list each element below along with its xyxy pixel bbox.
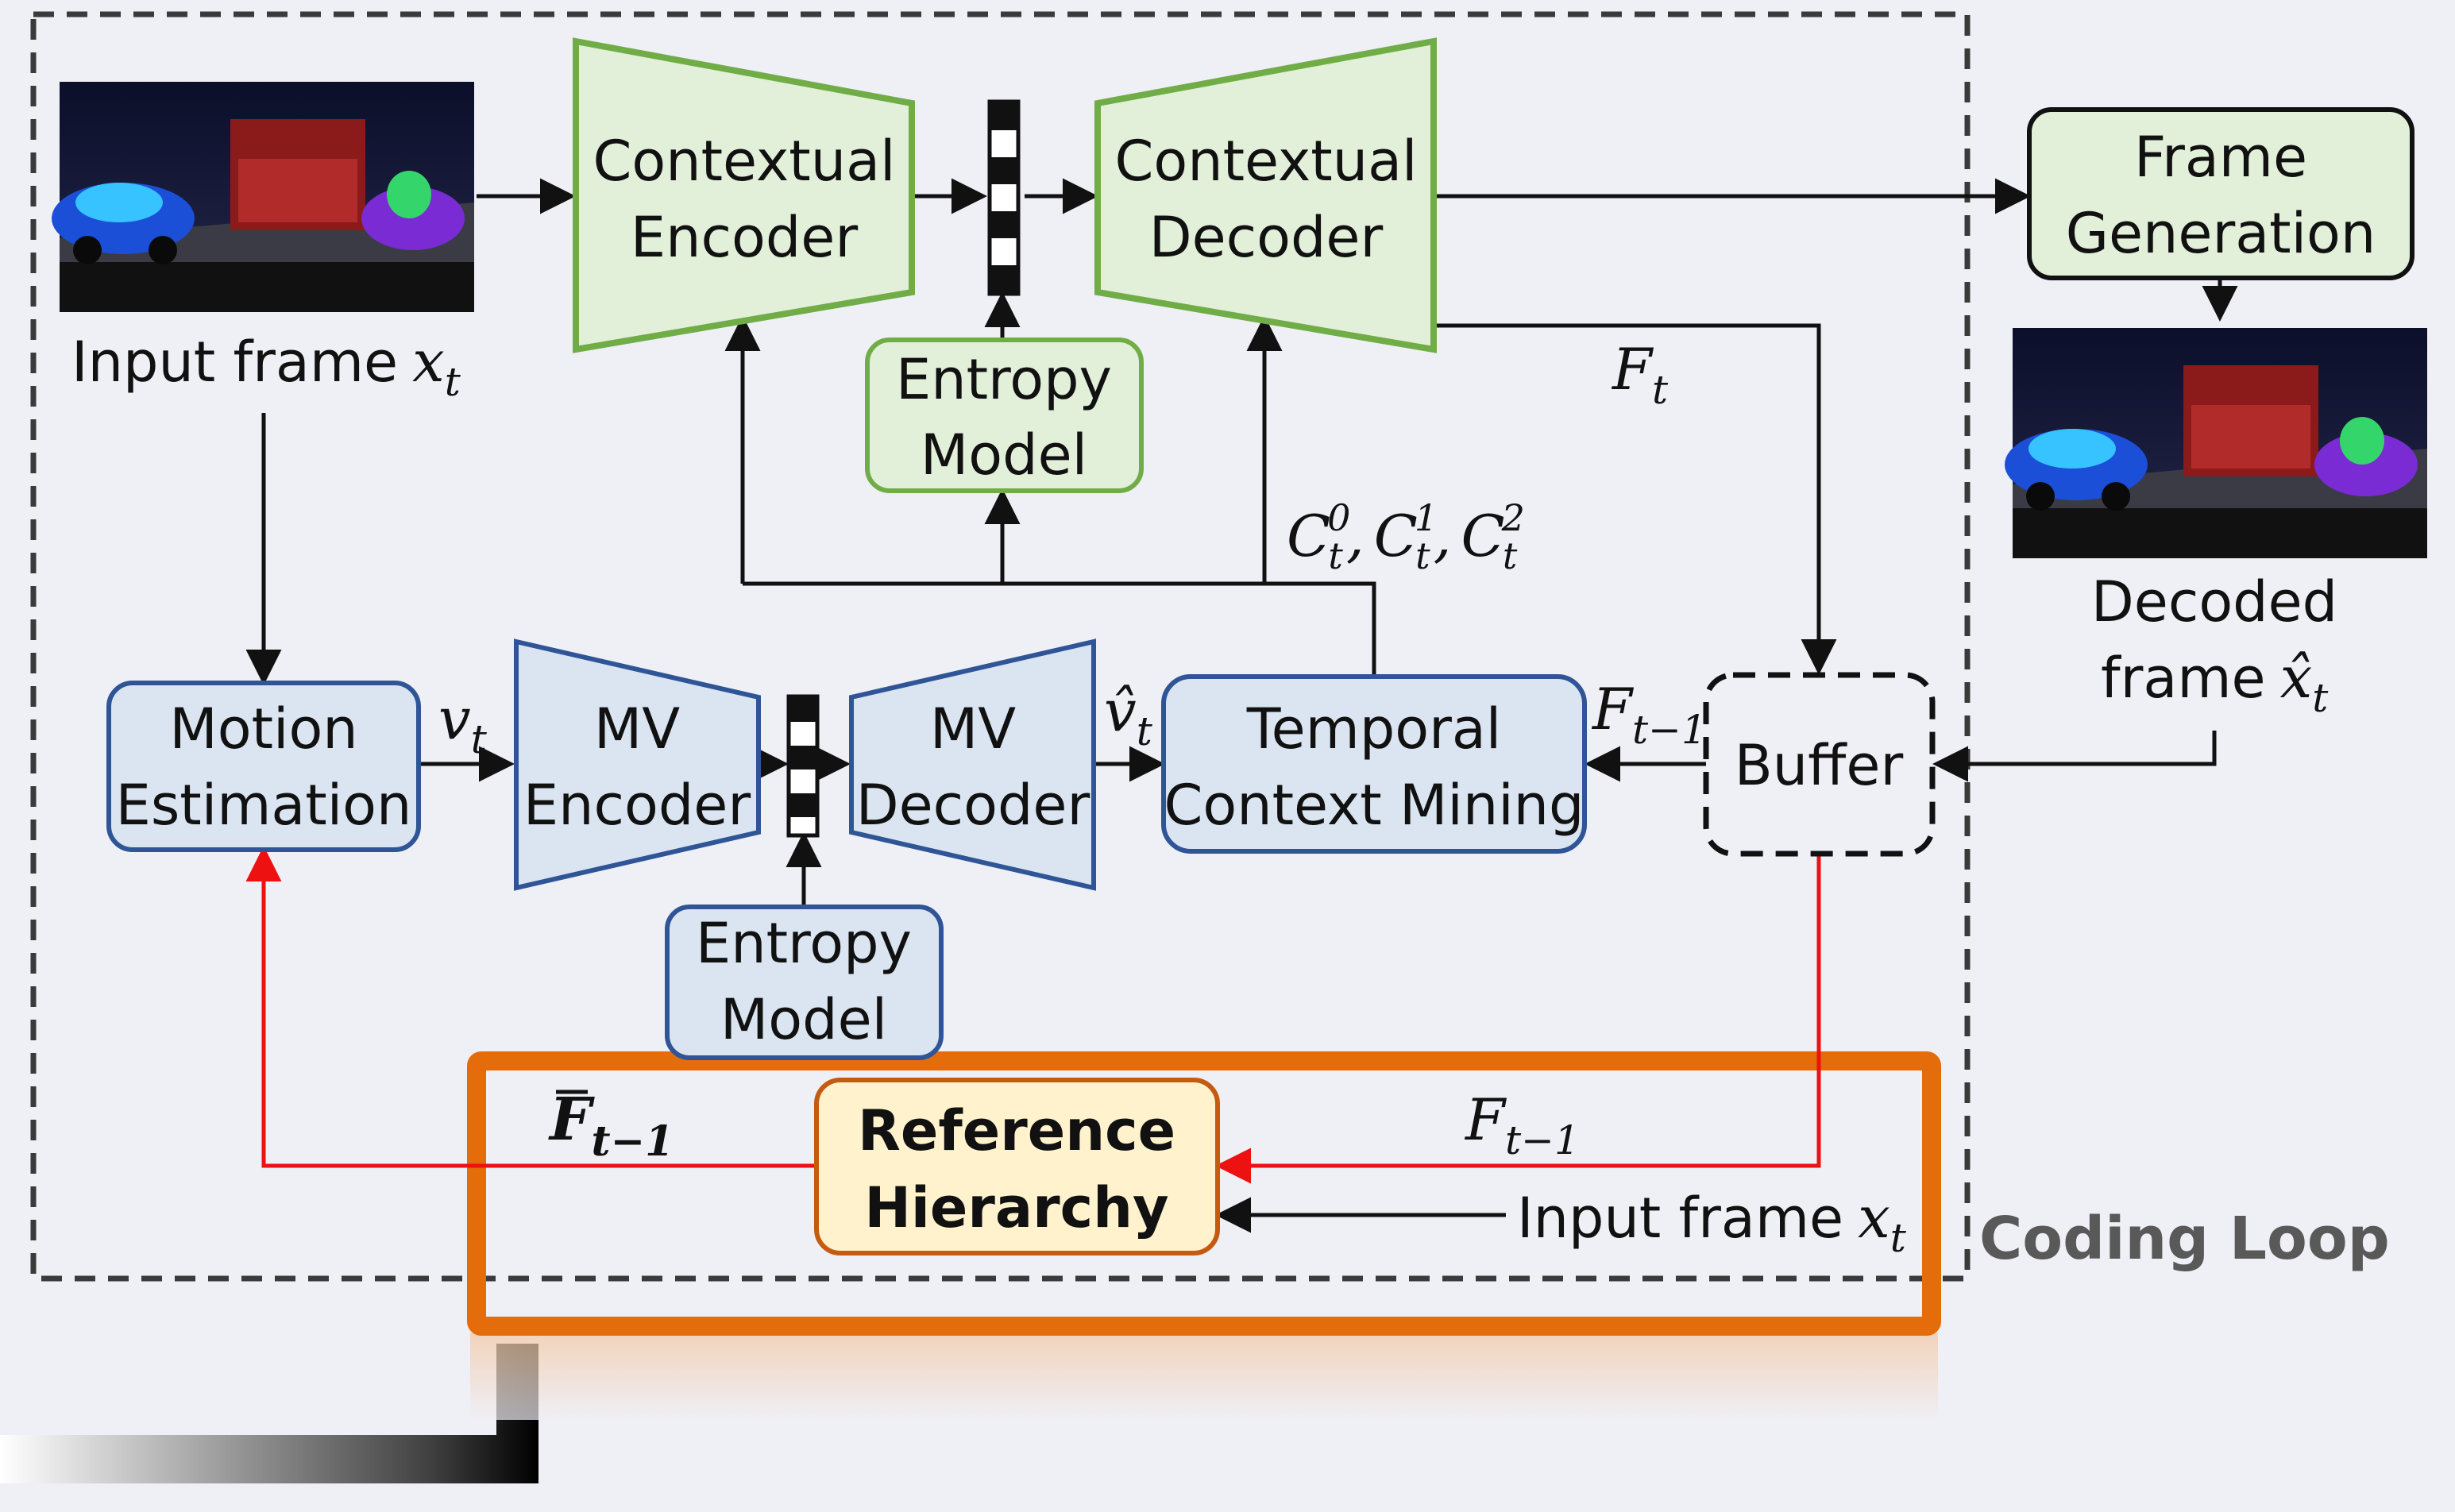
mv-decoder-label-1: MV xyxy=(930,696,1016,762)
contextual-encoder-label-2: Encoder xyxy=(631,205,858,270)
tcm-context-line xyxy=(743,581,1376,675)
temporal-context-mining-block xyxy=(1161,674,1587,854)
mv-decoder-block xyxy=(849,638,1096,891)
arrow-refhier-to-motion xyxy=(245,846,816,1168)
symbol-F-bar-t-minus-1: Ft−1 xyxy=(548,1086,674,1166)
motion-estimation-label-2: Estimation xyxy=(116,773,412,838)
coding-loop-label: Coding Loop xyxy=(1979,1205,2390,1273)
entropy-model-bottom-block xyxy=(665,904,944,1060)
entropy-model-bottom-label-1: Entropy xyxy=(696,911,912,976)
orange-fade xyxy=(470,1333,1938,1420)
decoded-frame-label-1: Decoded xyxy=(2091,569,2337,634)
contextual-decoder-label-1: Contextual xyxy=(1115,129,1418,194)
symbol-F-t: Ft xyxy=(1611,336,1669,413)
buffer-label: Buffer xyxy=(1735,733,1904,798)
contextual-decoder-label-2: Decoder xyxy=(1149,205,1384,270)
reference-highlight-box xyxy=(467,1051,1941,1336)
motion-estimation-block xyxy=(106,681,421,852)
mv-encoder-block xyxy=(514,638,761,891)
arrow-decoder-to-buffer xyxy=(1436,323,1837,675)
reference-hierarchy-label-1: Reference xyxy=(858,1098,1175,1163)
mv-encoder-label-2: Encoder xyxy=(523,773,751,838)
reference-hierarchy-block xyxy=(814,1078,1220,1256)
contextual-encoder-label-1: Contextual xyxy=(593,129,896,194)
motion-estimation-label-1: Motion xyxy=(169,696,357,762)
arrow-buffer-to-refhier xyxy=(1215,856,1821,1184)
arrow-decoded-to-buffer xyxy=(1932,731,2217,782)
latent-bar-top xyxy=(987,99,1021,296)
mv-encoder-label-1: MV xyxy=(594,696,680,762)
symbol-v-t: vt xyxy=(438,685,488,762)
symbol-F-t-minus-1-ref: Ft−1 xyxy=(1464,1086,1580,1163)
contextual-encoder-block xyxy=(573,37,915,353)
red-connectors xyxy=(245,846,1821,1184)
entropy-model-top-block xyxy=(865,338,1144,493)
buffer-block xyxy=(1703,672,1936,857)
entropy-model-top-label-1: Entropy xyxy=(896,347,1112,412)
tcm-label-2: Context Mining xyxy=(1164,773,1585,838)
frame-generation-label-2: Generation xyxy=(2066,201,2376,266)
entropy-model-bottom-label-2: Model xyxy=(720,987,887,1052)
input-frame-image xyxy=(52,82,474,312)
entropy-model-top-label-2: Model xyxy=(921,422,1087,488)
symbol-v-hat-t: v̂t xyxy=(1104,677,1153,754)
frame-generation-block xyxy=(2027,107,2414,280)
decoded-frame-image xyxy=(2005,328,2427,558)
tcm-label-1: Temporal xyxy=(1246,696,1502,762)
latent-bar-mv xyxy=(786,694,820,838)
symbol-F-t-minus-1-buffer: Ft−1 xyxy=(1591,676,1707,753)
black-connectors xyxy=(245,178,2238,1233)
decorative-bar xyxy=(0,1344,538,1483)
mv-decoder-label-2: Decoder xyxy=(856,773,1090,838)
reference-hierarchy-label-2: Hierarchy xyxy=(864,1175,1168,1240)
frame-generation-label-1: Frame xyxy=(2134,125,2307,190)
contextual-decoder-block xyxy=(1094,37,1437,353)
